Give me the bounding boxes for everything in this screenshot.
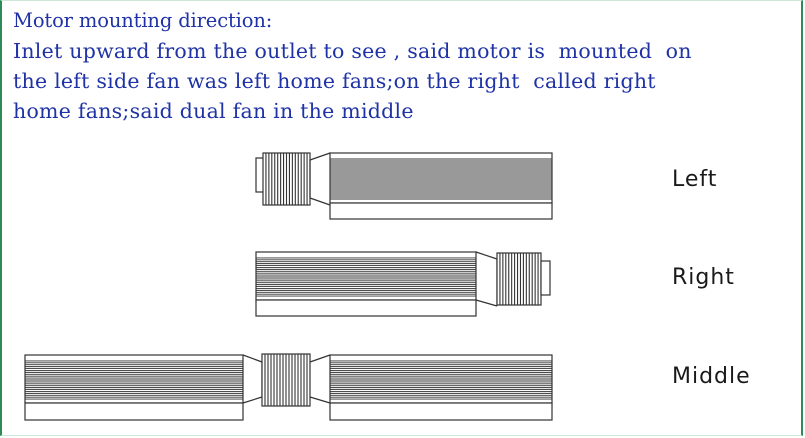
- middle-fan-left-base: [24, 402, 244, 421]
- middle-fan-right-coupling: [309, 354, 331, 404]
- label-left: Left: [672, 167, 718, 192]
- left-fan-base: [329, 202, 553, 220]
- right-fan-base: [255, 299, 477, 317]
- left-fan-housing: [329, 152, 553, 204]
- right-fan-coupling: [475, 251, 498, 307]
- description-line-2: the left side fan was left home fans;on …: [13, 69, 656, 93]
- left-fan-motor: [262, 152, 311, 206]
- left-fan-coupling: [309, 152, 331, 206]
- label-right: Right: [672, 265, 735, 290]
- middle-fan-drawing: [24, 353, 553, 421]
- heading: Motor mounting direction:: [13, 9, 273, 32]
- left-fan-drawing: [255, 152, 553, 220]
- description-line-1: Inlet upward from the outlet to see , sa…: [13, 39, 692, 63]
- right-fan-housing: [255, 251, 477, 301]
- description-line-3: home fans;said dual fan in the middle: [13, 99, 414, 123]
- middle-fan-motor: [261, 353, 311, 407]
- right-fan-motor: [496, 252, 542, 306]
- right-fan-motor-cap: [540, 260, 551, 296]
- middle-fan-right-housing: [329, 354, 553, 404]
- middle-fan-right-base: [329, 402, 553, 421]
- label-middle: Middle: [672, 364, 751, 389]
- middle-fan-left-housing: [24, 354, 244, 404]
- right-fan-drawing: [255, 251, 551, 317]
- middle-fan-left-coupling: [242, 354, 263, 404]
